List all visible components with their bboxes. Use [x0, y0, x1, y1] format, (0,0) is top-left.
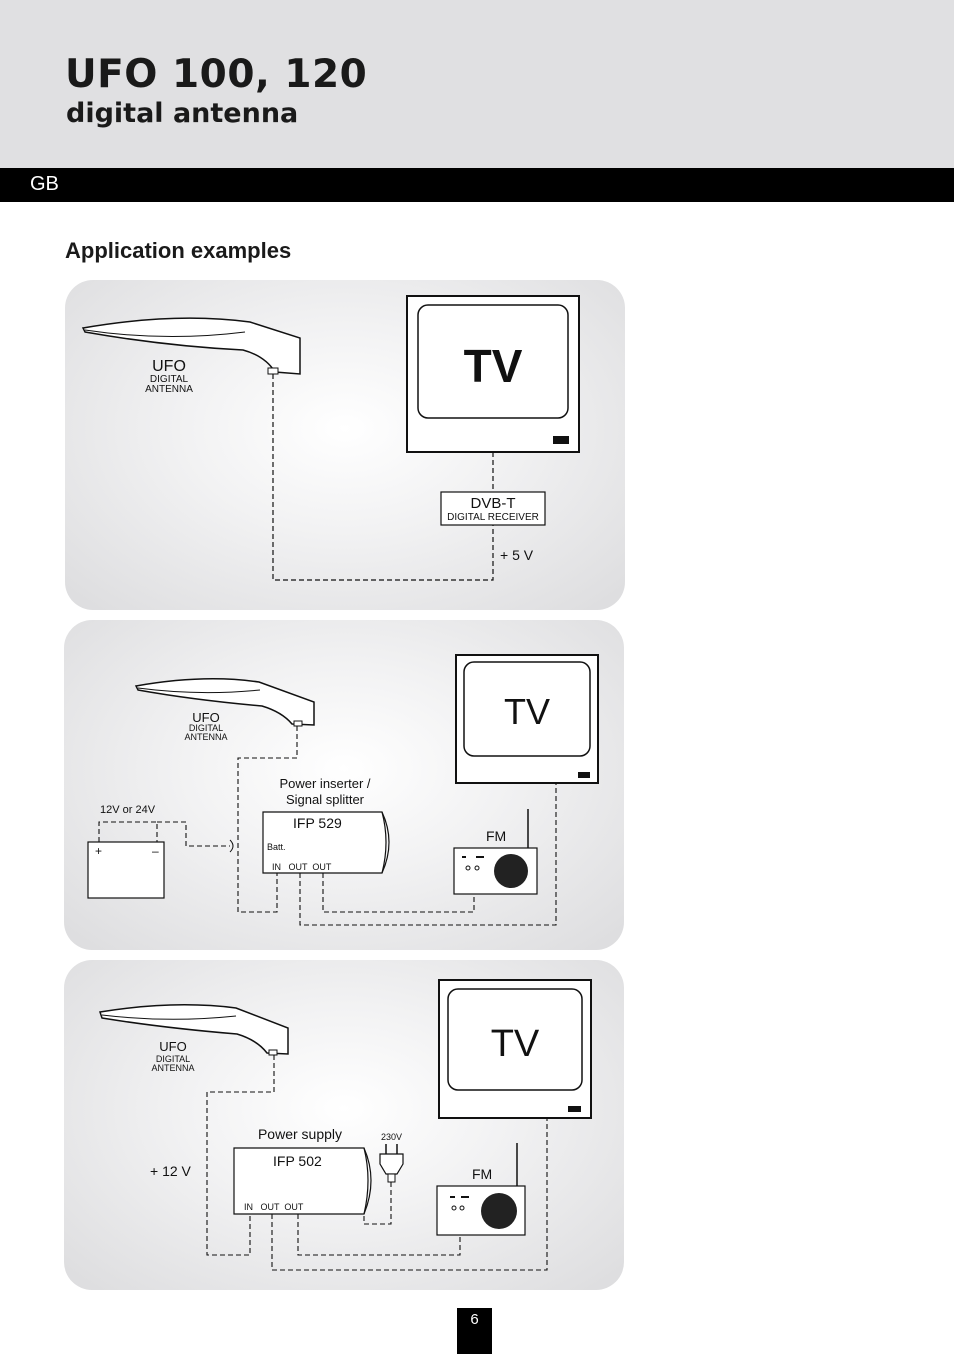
cable-lines	[98, 726, 557, 926]
section-title: Application examples	[65, 238, 292, 263]
receiver-sublabel: DIGITAL RECEIVER	[447, 512, 539, 523]
fm-label: FM	[472, 1166, 492, 1182]
fm-label: FM	[486, 828, 506, 844]
antenna-icon	[134, 678, 315, 727]
battery-minus: –	[152, 844, 159, 858]
batt-label: Batt.	[267, 842, 286, 852]
antenna-sublabel-1: DIGITAL	[150, 374, 189, 385]
battery-icon	[87, 841, 165, 899]
device-model: IFP 502	[273, 1153, 322, 1169]
cable-lines	[272, 374, 494, 581]
page-subtitle: digital antenna	[66, 98, 299, 129]
tv-icon	[406, 295, 580, 453]
power-inserter-box	[262, 811, 390, 874]
page-title: UFO 100, 120	[65, 52, 368, 97]
antenna-icon	[99, 1004, 289, 1056]
language-bar: GB	[0, 168, 954, 202]
fm-radio-icon	[436, 1143, 526, 1236]
tv-label: TV	[464, 340, 523, 392]
antenna-icon	[81, 317, 301, 375]
diagram-panel-1: UFO DIGITAL ANTENNA TV DVB-T DIGITAL REC…	[65, 280, 625, 610]
tv-icon	[438, 979, 592, 1119]
antenna-label: UFO	[152, 358, 186, 375]
mains-voltage-label: 230V	[381, 1132, 402, 1142]
device-title-line-1: Power inserter /	[279, 776, 370, 791]
port-labels: IN OUT OUT	[244, 1202, 304, 1212]
diagram-1-drawing: UFO DIGITAL ANTENNA TV DVB-T DIGITAL REC…	[81, 295, 580, 581]
port-labels: IN OUT OUT	[272, 862, 332, 872]
language-code: GB	[30, 173, 59, 195]
power-supply-box	[233, 1147, 372, 1215]
battery-voltage-label: 12V or 24V	[100, 804, 156, 816]
device-title-line-2: Signal splitter	[286, 792, 365, 807]
cable-connector	[229, 839, 234, 853]
diagram-panel-2: UFO DIGITAL ANTENNA TV Power inserter / …	[64, 620, 624, 950]
tv-icon	[455, 654, 599, 784]
page-number: 6	[457, 1308, 492, 1354]
antenna-sublabel-1: DIGITAL	[156, 1054, 190, 1064]
voltage-label: + 5 V	[500, 547, 534, 563]
header-band: UFO 100, 120 digital antenna	[0, 0, 954, 168]
power-plug-icon	[379, 1144, 404, 1183]
antenna-label: UFO	[192, 710, 219, 725]
tv-label: TV	[491, 1023, 540, 1065]
diagram-2-drawing: UFO DIGITAL ANTENNA TV Power inserter / …	[87, 654, 599, 926]
fm-radio-icon	[453, 809, 538, 895]
device-title: Power supply	[258, 1126, 342, 1142]
antenna-sublabel-1: DIGITAL	[189, 723, 223, 733]
receiver-box	[440, 491, 546, 526]
battery-plus: +	[95, 844, 102, 858]
device-model: IFP 529	[293, 815, 342, 831]
antenna-sublabel-2: ANTENNA	[184, 732, 227, 742]
antenna-sublabel-2: ANTENNA	[145, 384, 193, 395]
diagram-panel-3: UFO DIGITAL ANTENNA TV Power supply IFP …	[64, 960, 624, 1290]
receiver-label: DVB-T	[471, 495, 516, 512]
voltage-label: + 12 V	[150, 1163, 192, 1179]
tv-label: TV	[504, 691, 550, 732]
antenna-label: UFO	[159, 1039, 186, 1054]
cable-lines	[206, 1055, 548, 1271]
antenna-sublabel-2: ANTENNA	[151, 1063, 194, 1073]
diagram-3-drawing: UFO DIGITAL ANTENNA TV Power supply IFP …	[99, 979, 592, 1271]
